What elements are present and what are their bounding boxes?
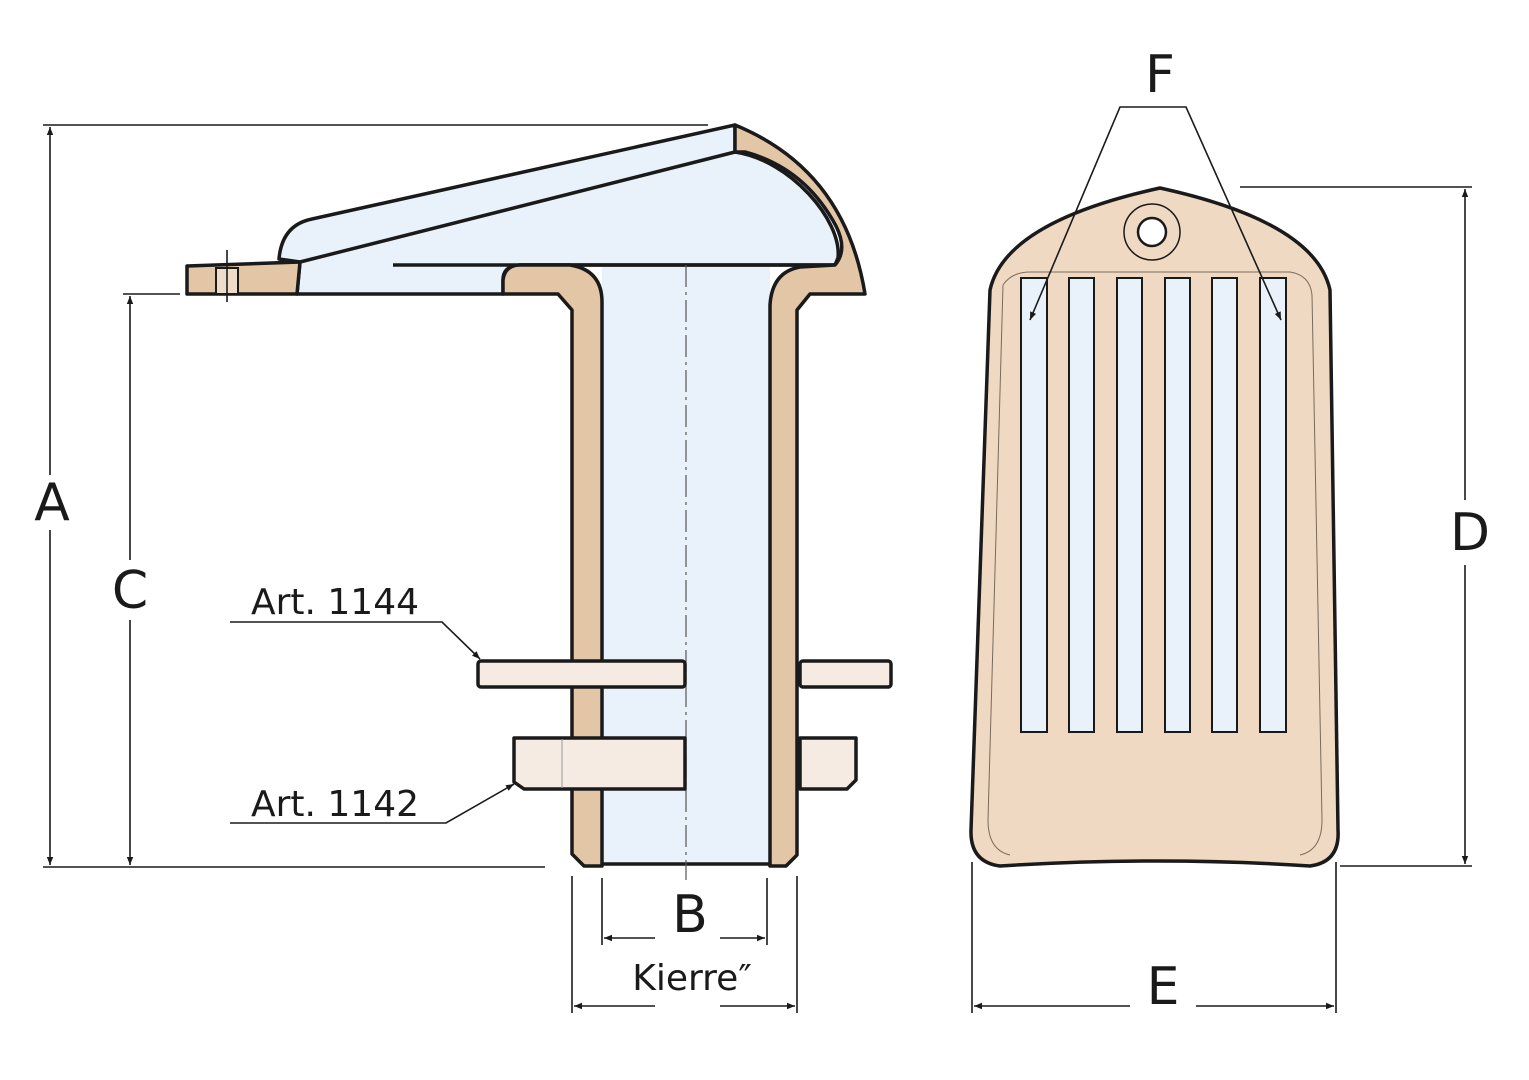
hood-inner-edge: [299, 150, 736, 264]
label-B: B: [672, 885, 708, 945]
label-E: E: [1147, 957, 1180, 1017]
washer-left-section: [476, 659, 687, 689]
strainer-slots: [1020, 277, 1287, 733]
dimension-thread: Kierre″: [571, 876, 798, 1013]
label-art-1144: Art. 1144: [251, 582, 419, 623]
dimension-D: D: [1240, 186, 1490, 867]
strainer-body: [969, 186, 1340, 868]
slot: [1211, 277, 1238, 733]
mount-hole: [1136, 216, 1168, 248]
side-section-view: [185, 123, 893, 880]
label-C: C: [112, 561, 148, 621]
washer-art-1144: [476, 659, 893, 689]
slot: [1116, 277, 1143, 733]
pipe-left-wall: [501, 263, 604, 868]
dimension-B: B: [601, 878, 768, 945]
slot: [1068, 277, 1095, 733]
callout-art-1142: Art. 1142: [230, 783, 515, 825]
label-thread: Kierre″: [632, 958, 752, 999]
callout-F: F: [1029, 45, 1282, 321]
nut-right-section: [798, 736, 858, 791]
nut-art-1142: [512, 736, 858, 791]
label-F: F: [1145, 45, 1175, 105]
dimension-A: A: [34, 124, 708, 868]
dimension-E: E: [971, 862, 1337, 1017]
slot: [1164, 277, 1191, 733]
washer-right-section: [798, 659, 893, 689]
mounting-flange: [185, 260, 302, 296]
mount-hole-ring: [1123, 203, 1181, 261]
dimension-C: C: [112, 293, 180, 865]
label-art-1142: Art. 1142: [251, 784, 419, 825]
hood-shell-right-wall: [733, 123, 867, 868]
slot: [1259, 277, 1287, 733]
label-A: A: [34, 473, 70, 533]
label-D: D: [1450, 503, 1490, 563]
front-strainer-view: [969, 186, 1340, 868]
slot: [1020, 277, 1048, 733]
strainer-inner-panel: [987, 271, 1323, 856]
callout-art-1144: Art. 1144: [230, 582, 481, 660]
nut-left-section: [512, 736, 687, 791]
